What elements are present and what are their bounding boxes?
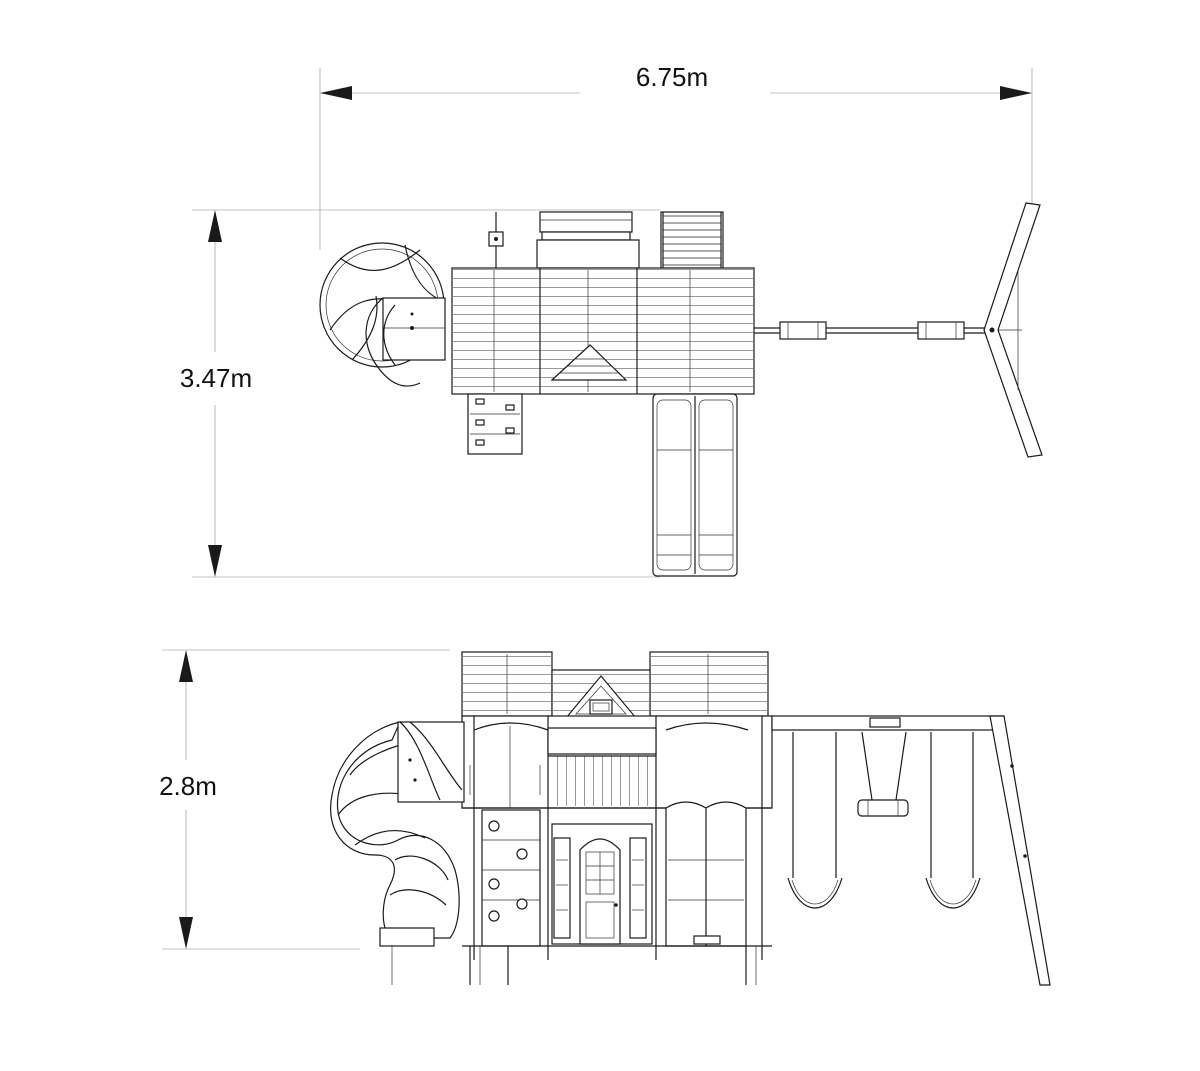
depth-label: 3.47m [180,363,252,393]
wave-slide-top [652,393,738,577]
swing-right [925,732,981,909]
roof-left [461,651,553,717]
tube-slide-top [319,242,446,387]
playhouse-door [551,823,653,945]
bench [536,211,640,269]
a-frame-top [983,202,1043,458]
width-dimension: 6.75m [319,62,1033,250]
fort-upper [461,715,773,960]
arrow-down-icon [179,917,193,949]
roof-right [649,651,769,717]
arrow-down-icon [208,545,222,577]
swing-beam-front [771,715,1051,986]
climbing-wall-front [481,809,541,947]
front-view [330,651,1051,986]
width-label: 6.75m [636,62,708,92]
arrow-right-icon [1000,86,1032,100]
arrow-left-icon [320,86,352,100]
height-dimension: 2.8m [159,649,450,950]
arrow-up-icon [208,210,222,242]
tube-slide-front [330,721,465,947]
swing-left [787,732,843,909]
arrow-up-icon [179,650,193,682]
swing-toddler [857,731,909,817]
swing-beam-top [754,321,990,340]
climbing-wall-top [467,393,523,455]
rope-post [488,212,504,268]
fort-base [391,945,772,985]
top-view [319,202,1043,577]
depth-dimension: 3.47m [180,209,660,578]
ladder-top [660,211,724,269]
roof-deck [451,267,755,395]
height-label: 2.8m [159,771,217,801]
roof-middle [551,669,651,721]
wave-slide-front [665,801,747,947]
